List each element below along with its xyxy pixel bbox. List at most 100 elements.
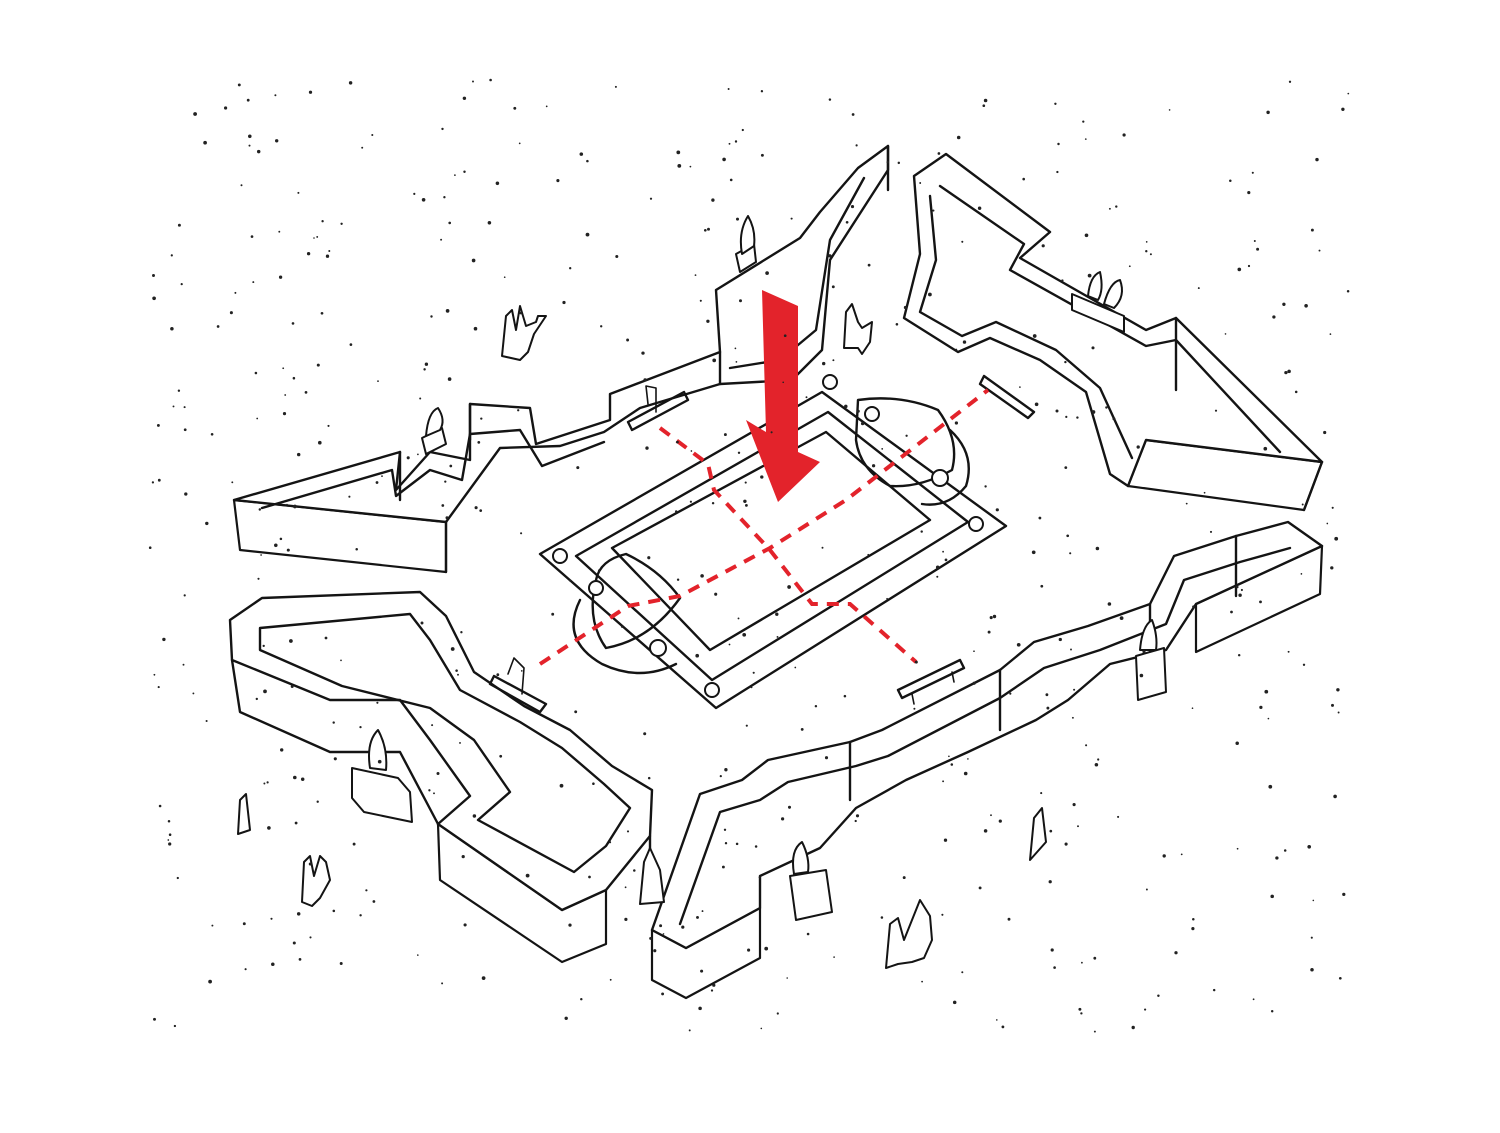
gravel-dot (472, 80, 474, 83)
gravel-dot (760, 1027, 763, 1030)
gravel-dot (1076, 416, 1079, 419)
gravel-dot (973, 650, 975, 653)
gravel-dot (444, 480, 447, 483)
gravel-dot (308, 862, 312, 866)
gravel-dot (895, 323, 899, 326)
gravel-dot (855, 144, 858, 147)
gravel-dot (1237, 653, 1241, 657)
gravel-dot (1267, 717, 1270, 720)
gravel-dot (688, 1029, 691, 1032)
gravel-dot (153, 673, 156, 676)
gravel-dot (1310, 968, 1314, 972)
gravel-dot (776, 1012, 779, 1015)
gravel-dot (1080, 1012, 1083, 1015)
gravel-dot (897, 161, 901, 165)
gravel-dot (943, 838, 948, 842)
gravel-dot (676, 440, 679, 444)
gravel-dot (689, 500, 692, 503)
gravel-dot (216, 325, 220, 328)
gravel-dot (375, 481, 379, 484)
gravel-dot (556, 179, 560, 183)
gravel-dot (325, 254, 330, 258)
gravel-dot (308, 90, 313, 94)
gravel-dot (783, 334, 787, 338)
gravel-dot (1128, 265, 1131, 268)
gravel-dot (828, 254, 832, 258)
gravel-dot (332, 721, 335, 724)
gravel-dot (270, 917, 273, 920)
gravel-dot (1333, 794, 1337, 799)
gravel-dot (1323, 430, 1327, 435)
statue-icon (1071, 271, 1125, 333)
gravel-dot (1174, 951, 1178, 955)
gravel-dot (428, 789, 431, 792)
gravel-dot (148, 546, 152, 549)
gravel-dot (447, 377, 452, 381)
gravel-dot (1162, 854, 1166, 858)
gravel-dot (1009, 692, 1012, 695)
gravel-dot (1191, 707, 1194, 710)
gravel-dot (1334, 536, 1339, 541)
gravel-dot (592, 782, 595, 785)
gravel-dot (1049, 829, 1053, 833)
gravel-dot (262, 644, 265, 648)
gravel-dot (1247, 264, 1251, 268)
gravel-dot (855, 814, 860, 818)
topiary-balls (552, 374, 984, 698)
gravel-dot (699, 299, 702, 302)
gravel-dot (694, 274, 697, 276)
gravel-dot (1318, 249, 1321, 252)
gravel-dot (284, 394, 287, 396)
statue-icon (735, 215, 757, 273)
gravel-dot (600, 325, 603, 328)
gravel-dot (782, 381, 785, 384)
gravel-dot (433, 792, 435, 795)
gravel-dot (972, 681, 976, 685)
gravel-dot (1259, 600, 1262, 604)
gravel-dot (1229, 179, 1232, 182)
gravel-dot (320, 311, 324, 315)
gravel-dot (776, 635, 779, 638)
gravel-dot (626, 830, 630, 833)
gravel-dot (1007, 917, 1011, 921)
gravel-dot (256, 149, 261, 154)
gravel-dot (1091, 410, 1096, 414)
gravel-dot (257, 577, 260, 580)
gravel-dot (1095, 546, 1100, 551)
gravel-dot (633, 869, 636, 872)
gravel-dot (1107, 602, 1112, 606)
gravel-dot (1336, 688, 1340, 692)
person-icon (843, 303, 873, 355)
people (237, 303, 1047, 969)
gravel-dot (814, 704, 818, 708)
statue-icon (351, 729, 413, 823)
gravel-dot (1087, 273, 1092, 278)
gravel-dot (520, 532, 523, 535)
gravel-dot (707, 227, 710, 231)
gravel-dot (162, 637, 166, 642)
gravel-dot (1064, 842, 1068, 846)
gravel-dot (519, 311, 523, 315)
gravel-dot (205, 521, 209, 526)
gravel-stipple (148, 78, 1350, 1033)
gravel-dot (954, 421, 959, 425)
gravel-dot (1203, 491, 1206, 494)
gravel-dot (324, 636, 328, 640)
gravel-dot (1031, 550, 1036, 555)
gravel-dot (448, 221, 452, 225)
gravel-dot (286, 503, 288, 506)
gravel-dot (871, 464, 876, 468)
gravel-dot (805, 396, 808, 399)
gravel-dot (743, 499, 747, 504)
gravel-dot (436, 772, 440, 775)
gravel-dot (1069, 552, 1072, 555)
gravel-dot (1142, 650, 1146, 654)
gravel-dot (167, 839, 170, 841)
gravel-dot (952, 1000, 957, 1005)
gravel-dot (719, 775, 722, 778)
gravel-dot (845, 220, 849, 224)
gravel-dot (256, 417, 259, 420)
gravel-dot (474, 506, 478, 510)
gravel-dot (714, 592, 718, 596)
gravel-dot (441, 127, 444, 131)
